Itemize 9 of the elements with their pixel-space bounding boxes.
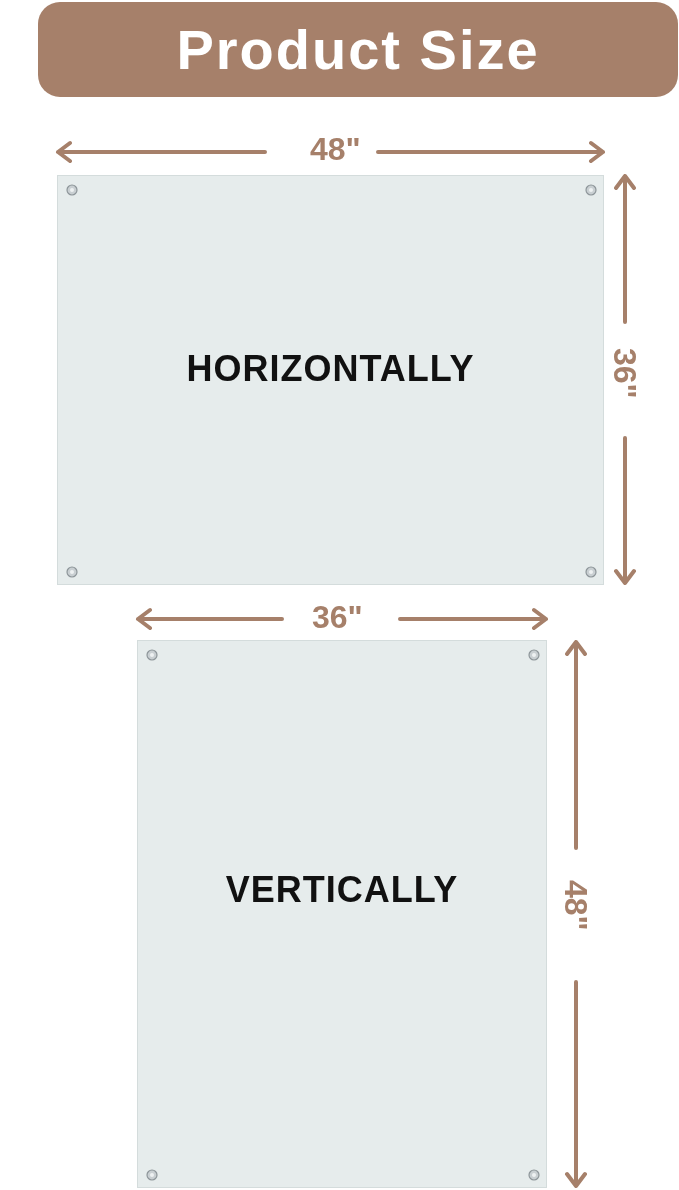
dimension-label: 36"	[312, 601, 363, 633]
dimension-label: 36"	[609, 348, 641, 399]
dimension-label: 48"	[310, 133, 361, 165]
title-banner: Product Size	[38, 2, 678, 97]
board-panel	[137, 640, 547, 1188]
panel-label: VERTICALLY	[224, 869, 460, 911]
panel-label: HORIZONTALLY	[185, 348, 476, 390]
board-panel	[57, 175, 604, 585]
dimension-label: 48"	[560, 880, 592, 931]
